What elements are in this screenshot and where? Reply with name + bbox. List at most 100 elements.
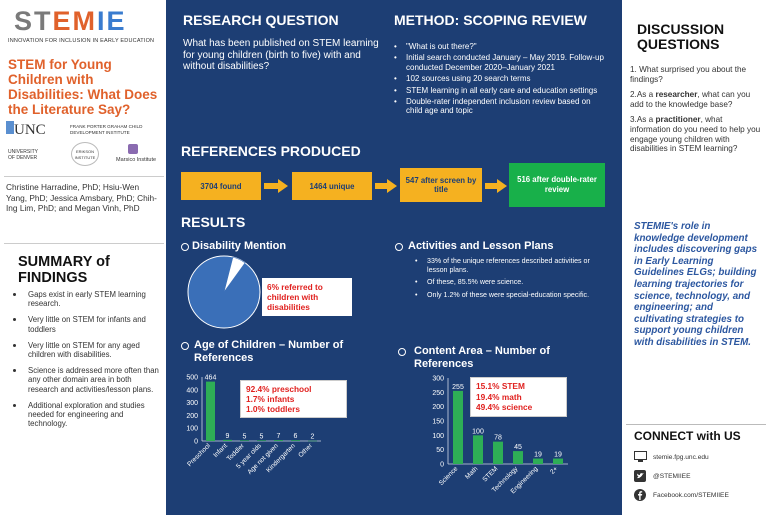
- facebook-link[interactable]: Facebook.com/STEMIIEE: [634, 487, 729, 503]
- unc-logo: UNC: [14, 122, 46, 138]
- y-tick-label: 250: [432, 390, 444, 397]
- erikson-seal-icon: [71, 142, 99, 166]
- callout-line: 1.0% toddlers: [246, 404, 300, 414]
- stemie-logo: STEMIE: [14, 6, 127, 36]
- y-tick-label: 150: [432, 419, 444, 426]
- marsico-icon: [128, 144, 138, 154]
- unc-well-icon: [6, 121, 14, 134]
- list-item: 3.As a practitioner, what information do…: [630, 115, 761, 154]
- bar: [291, 440, 300, 441]
- list-item: 33% of the unique references described a…: [415, 257, 605, 274]
- y-tick-label: 100: [186, 426, 198, 433]
- list-item: "What is out there?": [394, 42, 609, 52]
- connect-section: [622, 425, 768, 515]
- list-item: Additional exploration and studies neede…: [10, 401, 160, 429]
- list-item: STEM learning in all early care and educ…: [394, 86, 609, 96]
- twitter-icon: [634, 470, 646, 482]
- list-item: 1. What surprised you about the findings…: [630, 65, 747, 84]
- content-callout: 15.1% STEM 19.4% math 49.4% science: [470, 377, 567, 417]
- bar: [473, 435, 483, 464]
- content-bar-chart: 050100150200250300255Science100Math78STE…: [432, 376, 568, 495]
- pie-slice-disabilities: [223, 256, 246, 293]
- connect-heading: CONNECT with US: [634, 429, 741, 443]
- data-label: 5: [243, 433, 247, 440]
- data-label: 45: [514, 444, 522, 451]
- arrow-right-icon: [375, 179, 397, 193]
- list-item: Initial search conducted January – May 2…: [394, 53, 609, 72]
- list-item: Very little on STEM for any aged childre…: [10, 341, 160, 359]
- bar: [257, 440, 266, 441]
- x-tick-label: Math: [464, 465, 480, 481]
- bar: [308, 440, 317, 442]
- callout-line: 19.4% math: [476, 391, 522, 402]
- x-tick-label: STEM: [482, 465, 500, 483]
- y-tick-label: 0: [440, 462, 444, 469]
- authors: Christine Harradine, PhD; Hsiu-Wen Yang,…: [6, 182, 157, 213]
- callout-line: 15.1% STEM: [476, 381, 525, 391]
- summary-list: Gaps exist in early STEM learning resear…: [10, 290, 160, 435]
- research-heading: RESEARCH QUESTION: [183, 12, 339, 28]
- data-label: 464: [205, 375, 217, 382]
- bar: [223, 439, 232, 441]
- research-question: What has been published on STEM learning…: [183, 38, 379, 72]
- age-chart-heading: Age of Children – Number of References: [194, 339, 344, 364]
- disability-pie-chart: [187, 255, 261, 329]
- y-tick-label: 300: [186, 400, 198, 407]
- y-tick-label: 300: [432, 376, 444, 383]
- bullet-circle-icon: [395, 243, 403, 251]
- monitor-icon: [634, 451, 647, 462]
- results-heading: RESULTS: [181, 214, 246, 230]
- bar: [240, 440, 249, 441]
- bar: [206, 381, 215, 441]
- y-tick-label: 200: [186, 413, 198, 420]
- bullet-circle-icon: [181, 342, 189, 350]
- y-tick-label: 100: [432, 433, 444, 440]
- facebook-icon: [634, 489, 646, 501]
- summary-heading: SUMMARY of FINDINGS: [18, 254, 110, 286]
- erikson-logo: ERIKSON INSTITUTE: [74, 149, 96, 160]
- twitter-link[interactable]: @STEMIIEE: [634, 468, 690, 484]
- list-item: 2.As a researcher, what can you add to t…: [630, 90, 751, 109]
- list-item: Of these, 85.5% were science.: [415, 278, 605, 287]
- list-item: Gaps exist in early STEM learning resear…: [10, 290, 160, 308]
- callout-line: 1.7% infants: [246, 394, 295, 404]
- activities-list: 33% of the unique references described a…: [415, 257, 605, 303]
- references-heading: REFERENCES PRODUCED: [181, 143, 361, 159]
- flow-step-final: 516 after double-rater review: [509, 163, 605, 207]
- disability-callout: 6% referred to children with disabilitie…: [262, 278, 352, 316]
- method-list: "What is out there?" Initial search cond…: [394, 42, 609, 118]
- callout-line: 49.4% science: [476, 402, 533, 412]
- flow-step-found: 3704 found: [181, 172, 261, 200]
- bullet-circle-icon: [398, 348, 406, 356]
- data-label: 5: [260, 433, 264, 440]
- logo-subtitle: INNOVATION FOR INCLUSION IN EARLY EDUCAT…: [8, 38, 155, 44]
- data-label: 7: [277, 433, 281, 440]
- website-link[interactable]: stemie.fpg.unc.edu: [634, 449, 709, 465]
- bar: [553, 458, 563, 464]
- divider: [4, 176, 164, 177]
- data-label: 19: [554, 452, 562, 459]
- content-chart-heading: Content Area – Number of References: [414, 345, 550, 370]
- denver-logo: UNIVERSITY OF DENVER: [8, 149, 38, 161]
- activities-heading: Activities and Lesson Plans: [408, 240, 554, 252]
- bar: [453, 390, 463, 464]
- bar: [274, 440, 283, 441]
- marsico-logo: Marsico Institute: [116, 157, 157, 163]
- x-tick-label: 2+: [549, 465, 559, 475]
- y-tick-label: 400: [186, 387, 198, 394]
- list-item: Science is addressed more often than any…: [10, 366, 160, 394]
- data-label: 6: [294, 433, 298, 440]
- arrow-right-icon: [485, 179, 507, 193]
- y-tick-label: 200: [432, 404, 444, 411]
- y-tick-label: 0: [194, 439, 198, 446]
- data-label: 9: [226, 433, 230, 440]
- method-heading: METHOD: SCOPING REVIEW: [394, 12, 587, 28]
- x-tick-label: Other: [297, 442, 314, 459]
- stemie-role-text: STEMIE's role in knowledge development i…: [634, 221, 758, 348]
- discussion-heading: DISCUSSION QUESTIONS: [637, 21, 725, 52]
- data-label: 100: [472, 428, 484, 435]
- divider: [626, 424, 766, 425]
- data-label: 78: [494, 435, 502, 442]
- divider: [4, 243, 164, 244]
